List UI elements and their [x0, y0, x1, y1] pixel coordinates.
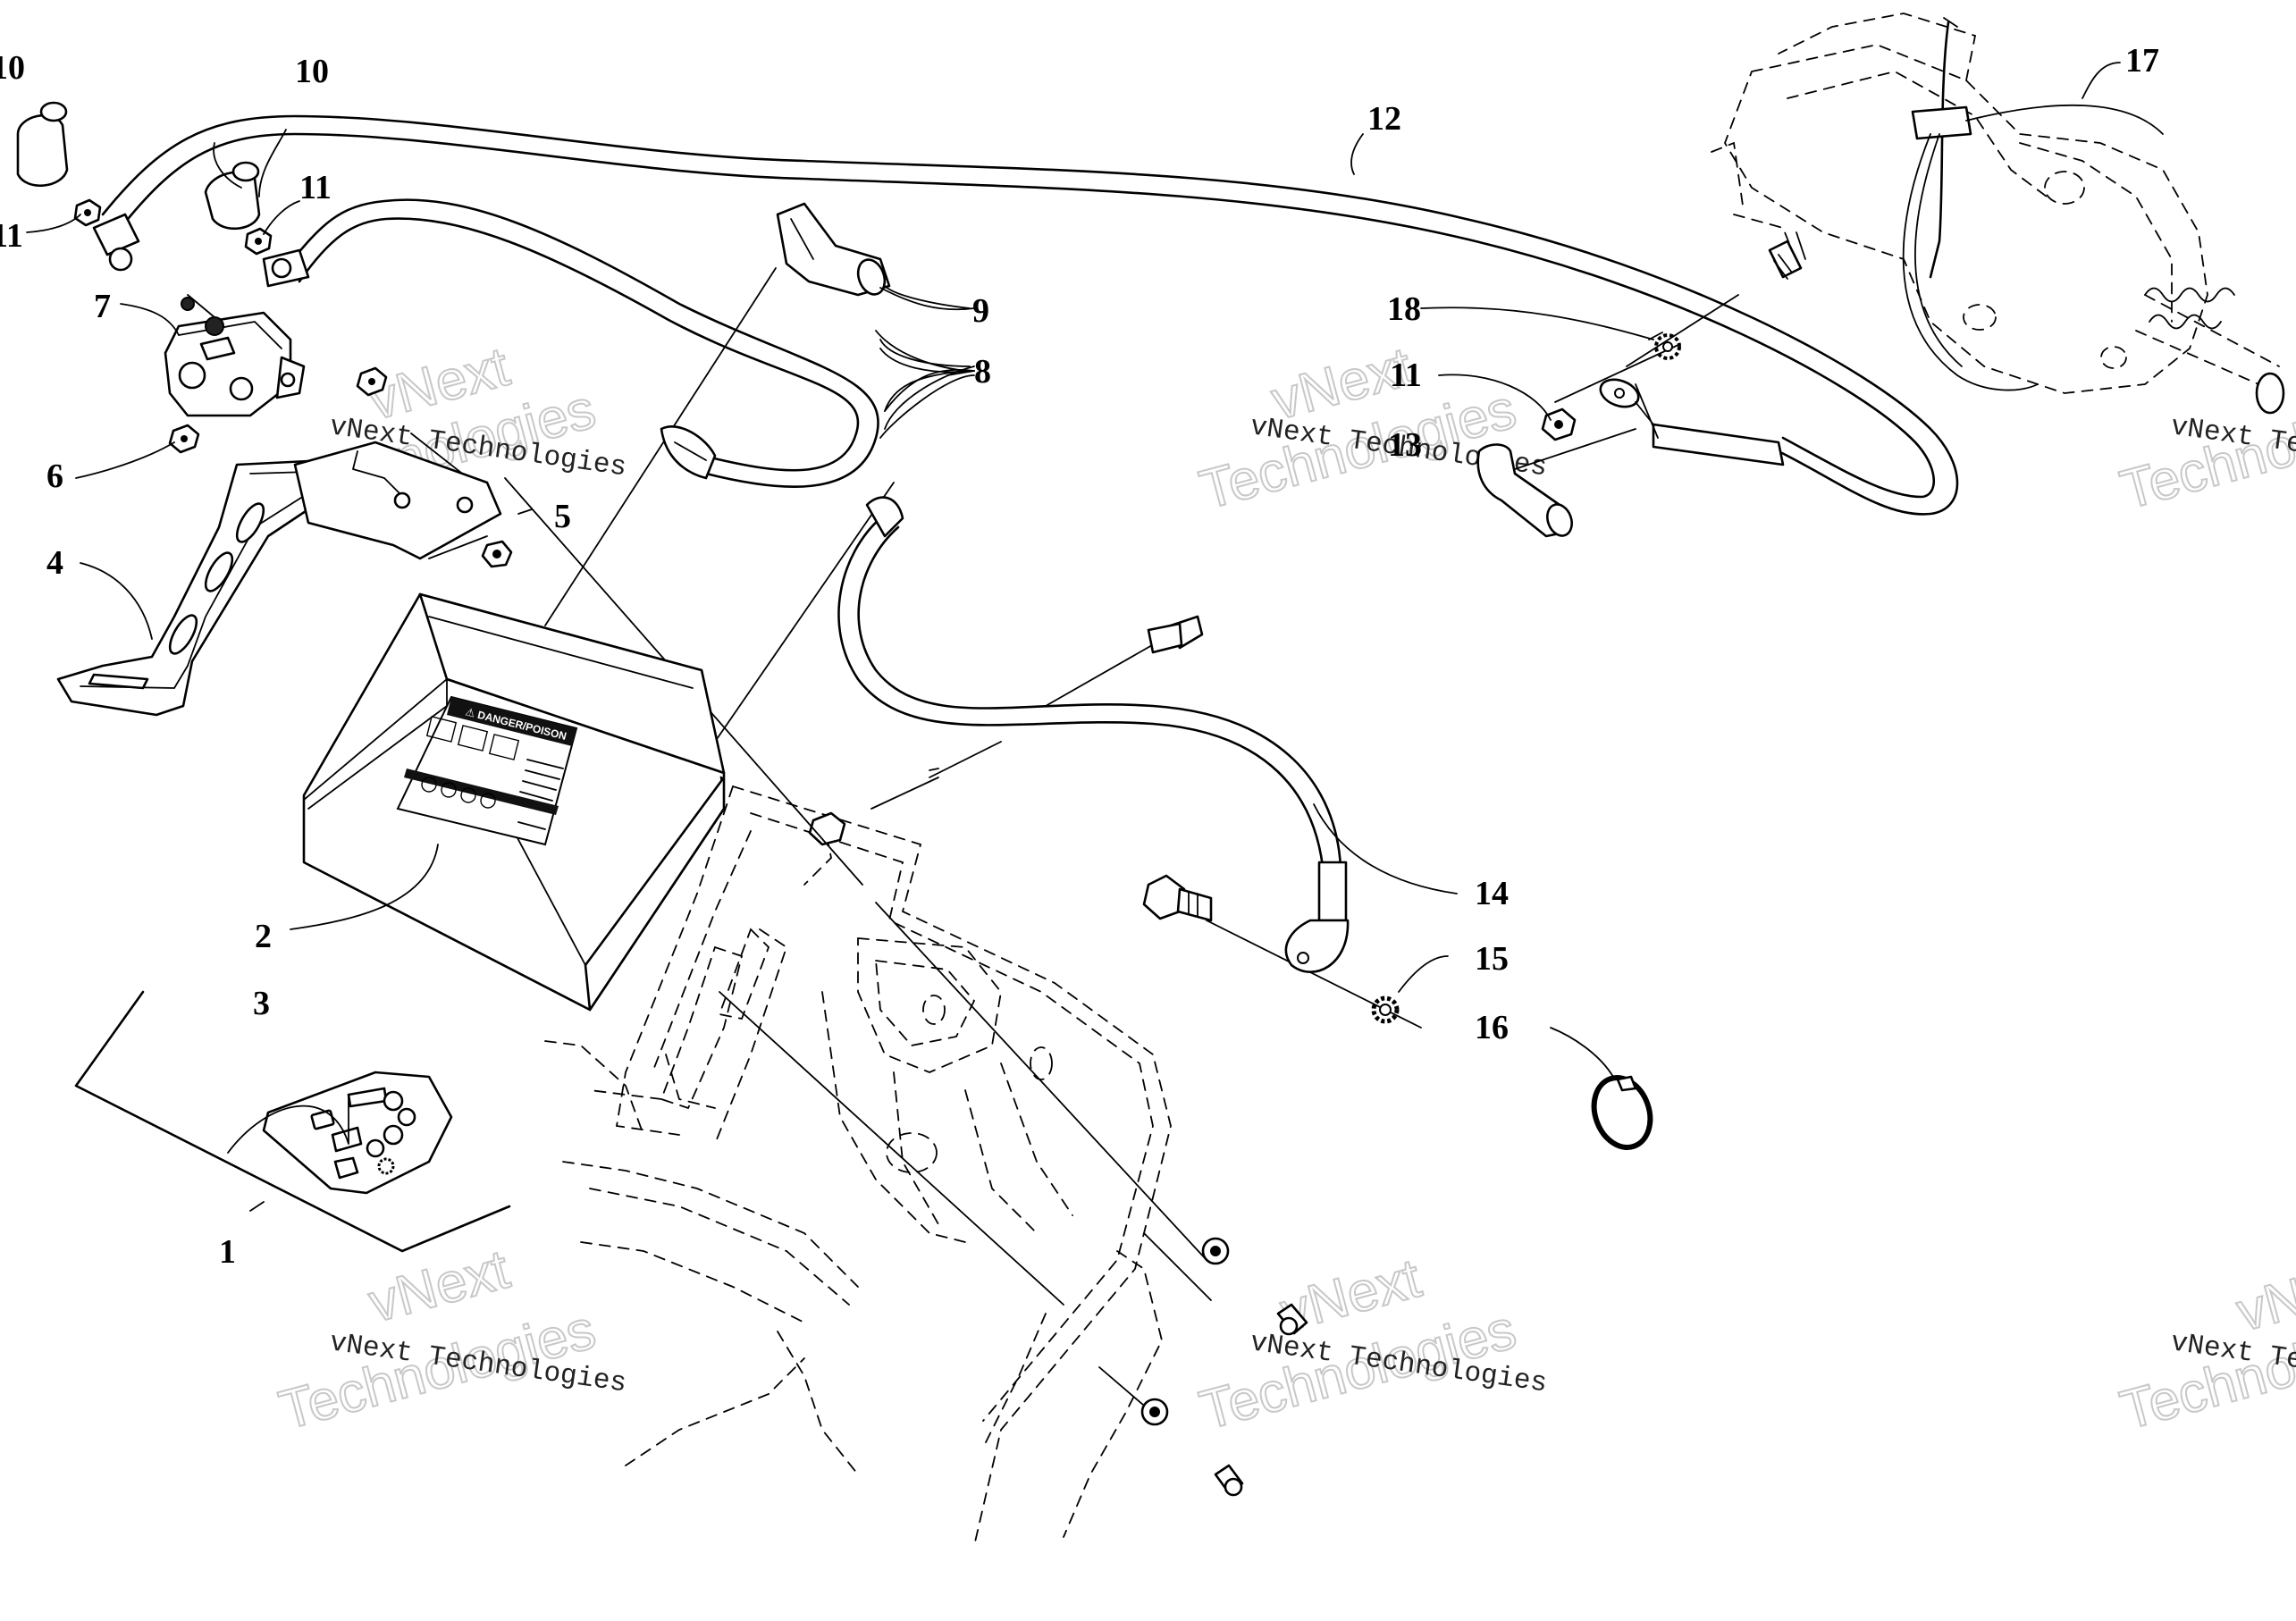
- battery-bracket: [56, 441, 502, 717]
- watermark-bottom-left: vNext Technologies vNext Technologies: [273, 1238, 628, 1443]
- callout-2: 2: [255, 918, 272, 955]
- callout-12: 12: [1367, 100, 1401, 138]
- callout-14: 14: [1475, 875, 1509, 912]
- grommet-lower-1: [1201, 1237, 1230, 1265]
- callout-10-left: 10: [0, 49, 25, 87]
- cable-12: [92, 114, 1959, 516]
- cable-14: [837, 496, 1350, 973]
- terminal-boot-10-left: [16, 101, 69, 187]
- hardware-kit: [262, 1071, 453, 1195]
- callout-15: 15: [1475, 940, 1509, 978]
- chassis-nut: [808, 811, 846, 846]
- nut-11-b: [244, 227, 273, 256]
- terminal-boot-9: [776, 202, 891, 297]
- terminal-boot-13: [1476, 443, 1573, 538]
- svg-text:vNext: vNext: [2231, 1247, 2296, 1344]
- star-washer-15: [1371, 995, 1400, 1024]
- starter-solenoid: [164, 294, 306, 417]
- cable-8: [262, 198, 879, 488]
- terminal-boot-10-right: [204, 161, 261, 231]
- callout-9: 9: [972, 292, 989, 330]
- callout-7: 7: [94, 288, 111, 325]
- nut-6: [168, 424, 200, 454]
- battery-warning-label: ⚠ DANGER/POISON: [396, 695, 578, 846]
- callout-3: 3: [253, 985, 270, 1022]
- callout-6: 6: [46, 458, 63, 495]
- nut-upper: [356, 366, 388, 397]
- kit-bracket-1: [74, 990, 511, 1253]
- callout-11-right: 11: [1390, 357, 1422, 394]
- chassis-outline: [544, 785, 1172, 1547]
- screw-lower-2: [1214, 1464, 1244, 1497]
- callout-10-right: 10: [295, 53, 329, 90]
- callout-16: 16: [1475, 1009, 1509, 1046]
- bolt-upper: [1147, 615, 1204, 654]
- svg-text:vNext: vNext: [363, 1239, 516, 1335]
- bolt-5: [481, 540, 513, 568]
- nut-11-a: [73, 198, 102, 227]
- callout-18: 18: [1387, 290, 1421, 328]
- watermark-bottom-middle: vNext Technologies vNext Technologies: [1193, 1247, 1549, 1443]
- callout-17: 17: [2125, 42, 2159, 80]
- callout-1: 1: [219, 1233, 236, 1271]
- clamp-16: [1591, 1075, 1653, 1150]
- lock-washer-18: [1654, 333, 1681, 360]
- callout-11-left: 11: [0, 217, 23, 255]
- callout-11-middle: 11: [299, 169, 332, 206]
- callout-leaders: [26, 62, 2121, 1154]
- bolt-14-ground: [1142, 874, 1213, 922]
- screw-lower-1: [1276, 1303, 1308, 1336]
- callout-labels: 1 2 3 4 5 6 7 8 9 10 10 11 11 11 12 13 1…: [0, 42, 2159, 1271]
- callout-5: 5: [554, 498, 571, 535]
- grommet-lower-2: [1140, 1398, 1169, 1426]
- callout-8: 8: [974, 353, 991, 391]
- callout-13: 13: [1388, 426, 1422, 464]
- battery: ⚠ DANGER/POISON: [302, 592, 726, 1012]
- starter-motor: [1711, 13, 2285, 415]
- callout-4: 4: [46, 544, 63, 582]
- watermark-bottom-right: vNext Technologies vNext Technologies: [2114, 1247, 2296, 1443]
- cable-tie-17: [1902, 17, 2164, 391]
- nut-11-c: [1541, 407, 1577, 441]
